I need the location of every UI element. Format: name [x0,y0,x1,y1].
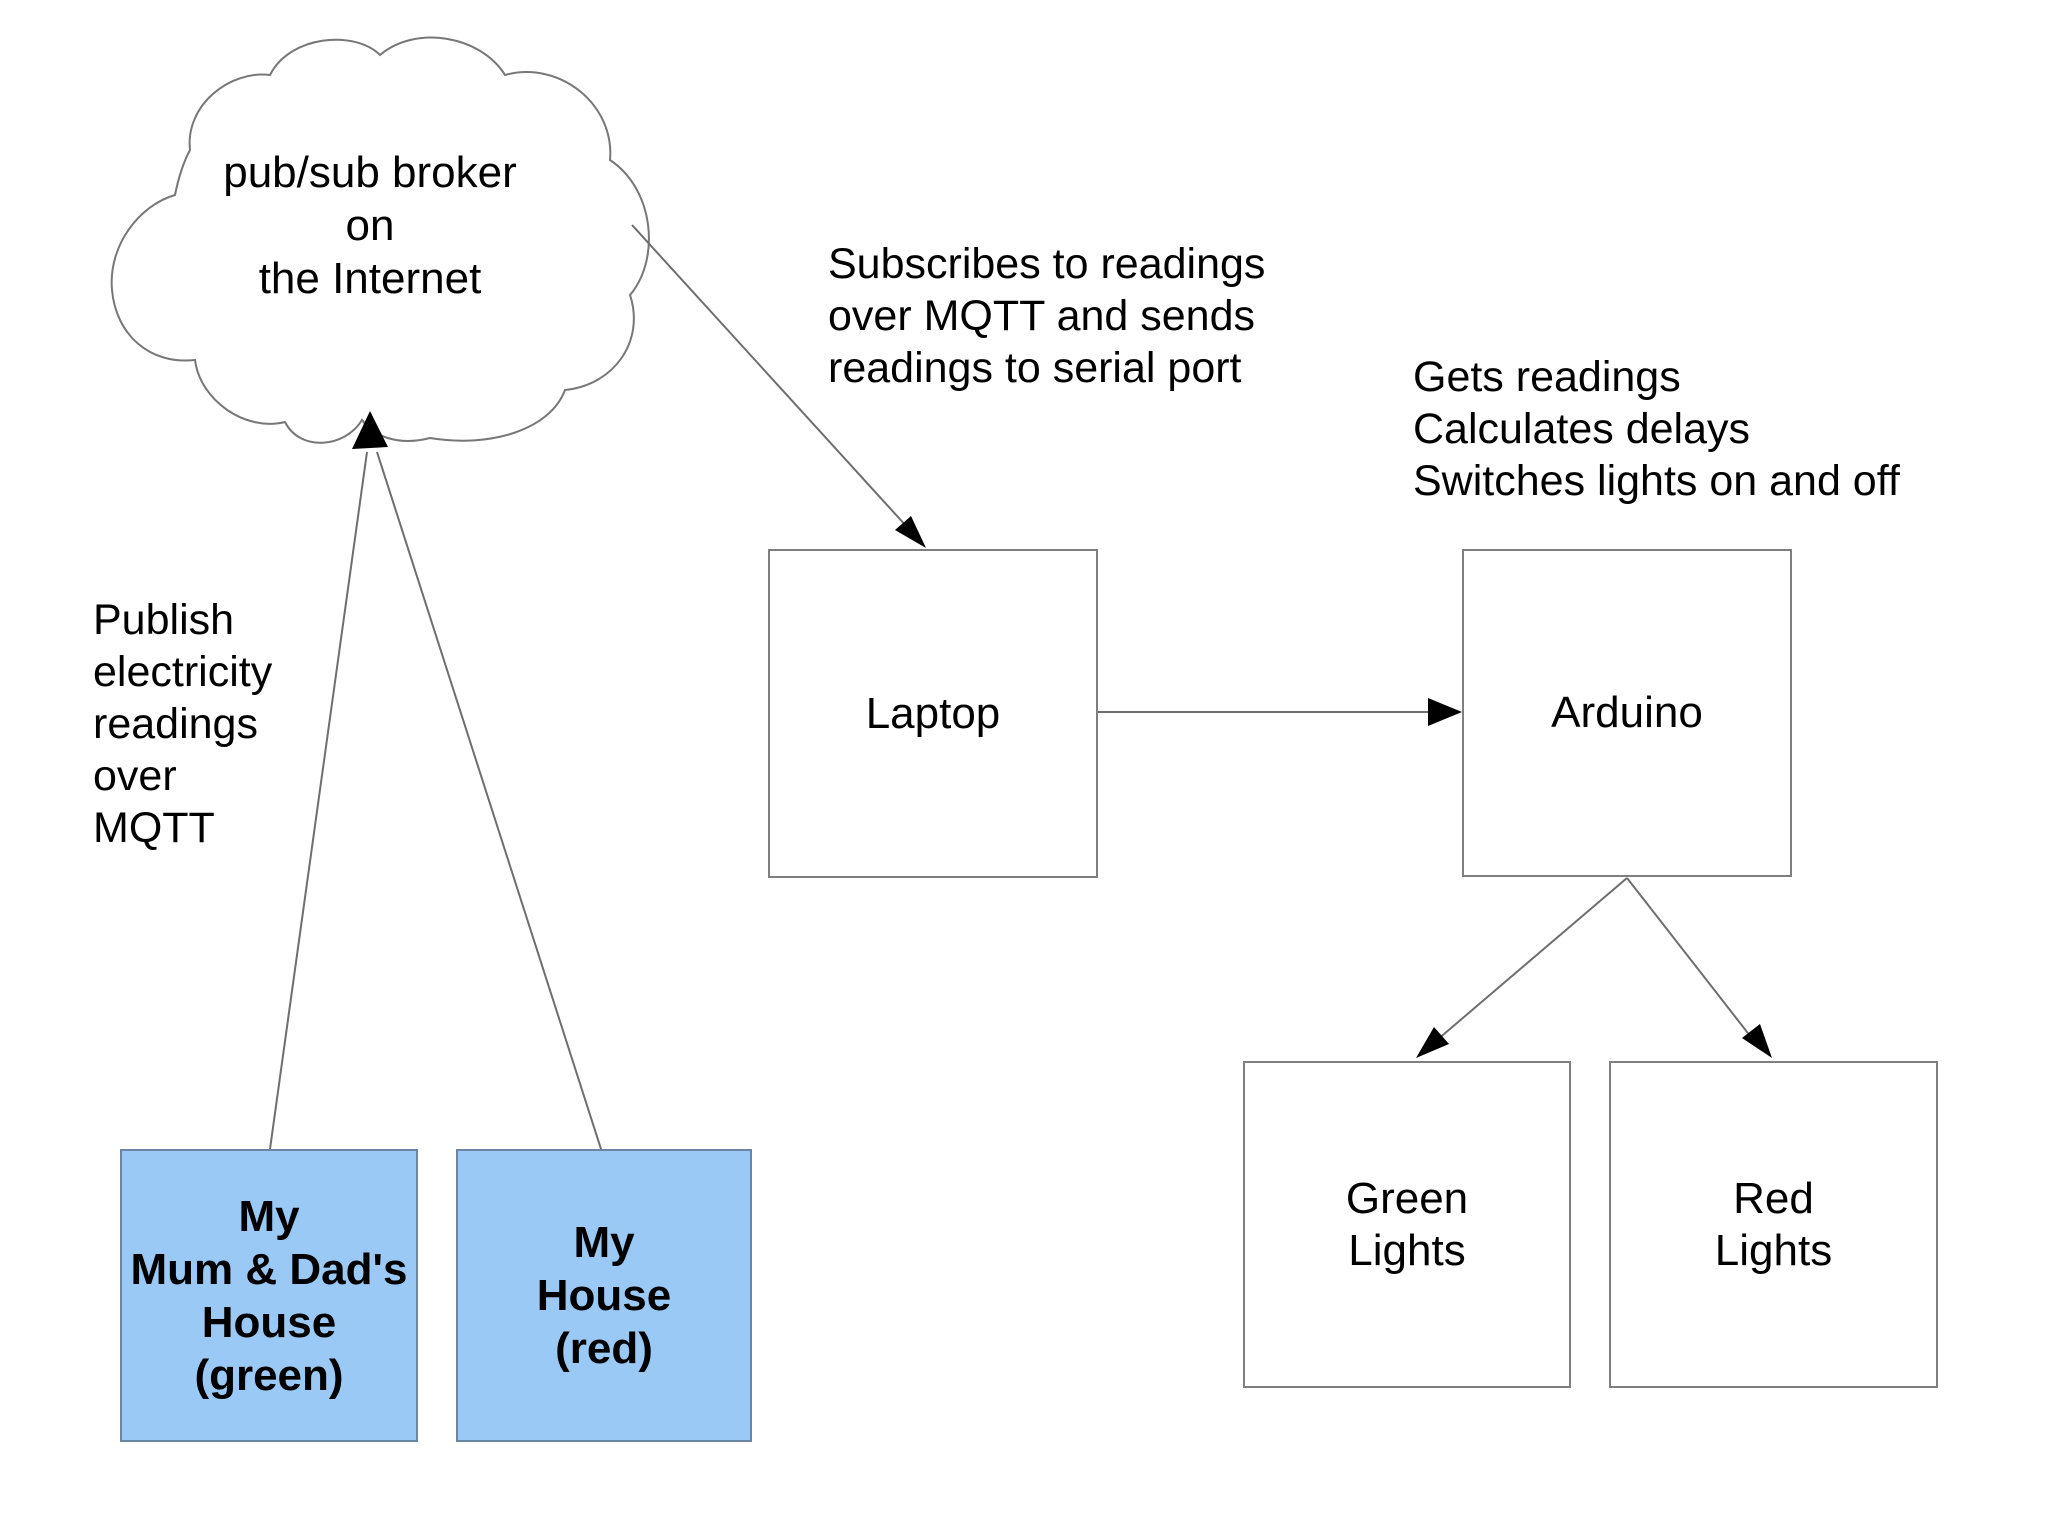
node-house-green: My Mum & Dad's House (green) [120,1149,418,1442]
cloud-shape [110,36,650,444]
note-line: MQTT [93,804,215,852]
cloud-label-line: the Internet [258,254,482,303]
connector-house-green-to-cloud [269,451,368,1150]
node-label-line: Mum & Dad's [130,1244,408,1294]
arrowhead-into-green-lights [1416,1027,1449,1058]
node-label-line: Red [1733,1173,1814,1223]
node-house-red: My House (red) [456,1149,752,1442]
node-green-lights: Green Lights [1243,1061,1571,1388]
node-arduino: Arduino [1462,549,1792,877]
connector-cloud-to-laptop [631,224,919,540]
node-label-line: Lights [1714,1225,1833,1275]
node-label-line: Lights [1348,1225,1466,1275]
node-label: Arduino [1551,688,1703,737]
connector-arduino-to-green-lights [1429,877,1628,1047]
node-label-line: House [536,1271,672,1320]
arrowhead-into-arduino [1428,698,1462,726]
note-arduino-role: Gets readings Calculates delays Switches… [1413,351,1900,507]
note-publish-mqtt: Publish electricity readings over MQTT [93,594,272,854]
note-line: electricity [93,648,273,696]
node-laptop: Laptop [768,549,1098,878]
note-line: Publish [93,596,235,644]
cloud-label: pub/sub broker on the Internet [130,146,610,305]
cloud-label-line: on [345,201,395,250]
node-label-line: House [201,1297,337,1347]
note-line: over [93,752,177,800]
cloud-label-line: pub/sub broker [223,148,517,197]
note-line: over MQTT and sends [828,292,1255,340]
note-line: Gets readings [1413,353,1681,401]
note-line: Switches lights on and off [1413,457,1900,505]
node-label-line: My [573,1218,635,1267]
node-label-line: (red) [555,1324,653,1373]
connector-arduino-to-red-lights [1626,877,1759,1047]
node-label-line: (green) [194,1350,344,1400]
note-subscribe-mqtt: Subscribes to readings over MQTT and sen… [828,238,1265,394]
note-line: readings to serial port [828,344,1242,392]
node-red-lights: Red Lights [1609,1061,1938,1388]
node-label: Laptop [865,688,1001,738]
arrowhead-into-laptop [895,516,926,548]
note-line: Subscribes to readings [828,240,1266,288]
arrowhead-into-cloud [352,411,388,449]
note-line: readings [93,700,258,748]
note-line: Calculates delays [1413,405,1751,453]
node-label-line: My [238,1191,300,1241]
arrowhead-into-red-lights [1742,1024,1772,1058]
node-label-line: Green [1345,1173,1469,1223]
connector-house-red-to-cloud [376,451,602,1150]
